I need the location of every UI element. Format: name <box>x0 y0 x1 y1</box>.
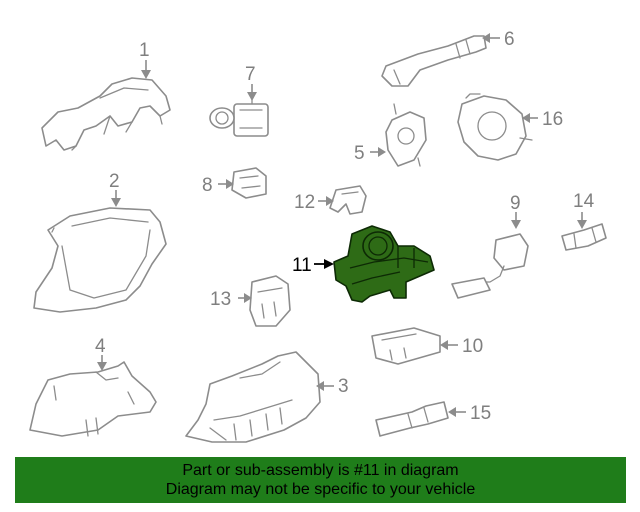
label-11: 11 <box>292 255 312 276</box>
label-15: 15 <box>470 403 491 424</box>
label-1: 1 <box>139 40 150 61</box>
part-13-switch[interactable]: 13 <box>210 275 291 327</box>
part-12-bracket[interactable]: 12 <box>294 185 367 215</box>
label-3: 3 <box>338 376 349 397</box>
banner-line-2: Diagram may not be specific to your vehi… <box>165 481 476 498</box>
label-14: 14 <box>573 191 595 212</box>
part-14-plug[interactable]: 14 <box>561 191 607 251</box>
part-15-lock-cylinder[interactable]: 15 <box>375 401 491 437</box>
label-4: 4 <box>95 336 106 357</box>
banner-line-1: Part or sub-assembly is #11 in diagram <box>182 462 459 479</box>
label-10: 10 <box>462 336 483 357</box>
part-2-lower-shroud[interactable]: 2 <box>33 171 167 313</box>
part-10-module[interactable]: 10 <box>371 327 483 365</box>
part-16-clock-spring[interactable]: 16 <box>457 93 563 161</box>
label-13: 13 <box>210 289 231 310</box>
part-3-lower-panel[interactable]: 3 <box>185 351 349 443</box>
label-8: 8 <box>202 175 213 196</box>
part-11-highlighted-assembly[interactable]: 11 <box>292 225 435 303</box>
part-9-sensor-harness[interactable]: 9 <box>451 193 529 299</box>
label-16: 16 <box>542 109 563 130</box>
part-1-upper-shroud[interactable]: 1 <box>41 40 171 151</box>
parts-diagram: 1 2 4 3 7 8 <box>29 29 607 443</box>
part-8-clip[interactable]: 8 <box>202 167 267 199</box>
part-6-stalk[interactable]: 6 <box>381 29 515 87</box>
label-5: 5 <box>354 143 365 164</box>
info-banner: Part or sub-assembly is #11 in diagram D… <box>15 457 626 503</box>
part-5-sensor[interactable]: 5 <box>354 103 427 167</box>
label-12: 12 <box>294 192 315 213</box>
part-7-actuator[interactable]: 7 <box>209 64 269 137</box>
part-4-lower-trim[interactable]: 4 <box>29 336 157 437</box>
label-6: 6 <box>504 29 515 50</box>
label-7: 7 <box>245 64 256 85</box>
label-9: 9 <box>510 193 521 214</box>
label-2: 2 <box>109 171 120 192</box>
